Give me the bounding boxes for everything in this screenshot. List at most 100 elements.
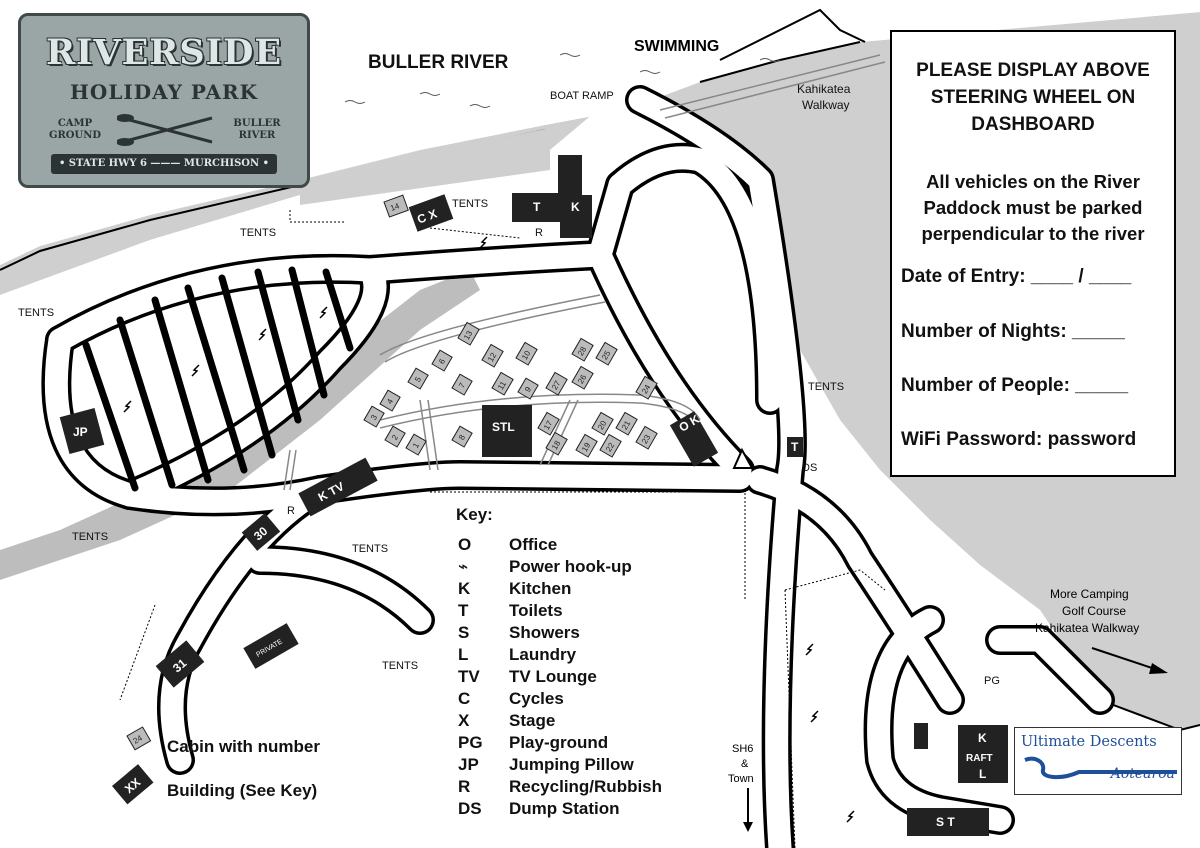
number-of-people-field[interactable]: Number of People: _____ xyxy=(901,375,1129,396)
svg-text:14: 14 xyxy=(389,201,401,213)
label-walkway-3: Kahikatea Walkway xyxy=(1035,621,1139,635)
building-stl-label: STL xyxy=(492,420,515,434)
cabin: 22 xyxy=(599,433,622,458)
cabin: 27 xyxy=(545,371,568,396)
label-golf: Golf Course xyxy=(1062,604,1126,618)
svg-text:2: 2 xyxy=(390,433,400,442)
label-more-camping: More Camping xyxy=(1050,587,1129,601)
cabin: 4 xyxy=(379,389,401,412)
svg-text:Town: Town xyxy=(728,773,754,785)
label-river: BULLER RIVER xyxy=(368,52,509,73)
date-of-entry-field[interactable]: Date of Entry: ____ / ____ xyxy=(901,266,1132,287)
building-kraftl-raft: RAFT xyxy=(966,753,993,764)
cabin: 9 xyxy=(517,377,539,400)
map-labels: BULLER RIVER SWIMMING BOAT RAMP Kahikate… xyxy=(18,38,1168,832)
logo-title: RIVERSIDE xyxy=(45,32,283,73)
cabin: 26 xyxy=(571,365,594,390)
water-ripples xyxy=(344,53,781,108)
parking-lines xyxy=(82,266,354,492)
cabin: 2 xyxy=(384,425,406,448)
cabin: 3 xyxy=(363,405,385,428)
label-tents-6: TENTS xyxy=(382,660,418,672)
building-st xyxy=(907,808,989,836)
building-cx-label: C X xyxy=(415,207,439,227)
building-kraftl-k: K xyxy=(978,731,987,745)
cabin: 17 xyxy=(537,411,560,436)
label-tents-4: TENTS xyxy=(72,531,108,543)
svg-text:1: 1 xyxy=(411,441,421,450)
label-tents-1: TENTS xyxy=(452,198,488,210)
legend-building-label: Building (See Key) xyxy=(167,781,318,800)
label-sh6: SH6 xyxy=(732,743,753,755)
cabin: 14 xyxy=(383,194,409,218)
logo-bar: • STATE HWY 6 ——— MURCHISON • xyxy=(51,154,277,174)
logo-left-tag: CAMP GROUND xyxy=(48,118,102,141)
label-swimming: SWIMMING xyxy=(634,38,719,55)
cabin: 10 xyxy=(515,341,538,366)
buildings: C X T K JP STL O K K TV 30 31 PRIVATE T … xyxy=(59,155,1008,836)
svg-text:8: 8 xyxy=(457,433,467,442)
label-ds: DS xyxy=(802,462,817,474)
dashboard-notice: PLEASE DISPLAY ABOVE STEERING WHEEL ON D… xyxy=(890,30,1176,477)
cabin: 21 xyxy=(615,411,638,436)
cabin: 11 xyxy=(491,371,514,396)
notice-rule: All vehicles on the River Paddock must b… xyxy=(921,171,1145,244)
building-30 xyxy=(241,513,281,551)
cabin: 20 xyxy=(591,411,614,436)
wifi-password: WiFi Password: password xyxy=(901,429,1137,450)
svg-text:9: 9 xyxy=(523,385,533,394)
building-small xyxy=(914,723,928,749)
label-tents-3: TENTS xyxy=(18,307,54,319)
building-ktv xyxy=(298,457,378,517)
cabin: 19 xyxy=(575,433,598,458)
svg-text:4: 4 xyxy=(385,397,395,406)
cabin: 24 xyxy=(635,375,658,400)
cabin: 13 xyxy=(457,321,480,346)
riverside-logo: RIVERSIDE HOLIDAY PARK CAMP GROUND BULLE… xyxy=(18,13,310,188)
svg-text:7: 7 xyxy=(457,381,467,390)
building-31 xyxy=(155,640,205,688)
number-of-nights-field[interactable]: Number of Nights: _____ xyxy=(901,321,1125,342)
logo-right-tag: BULLER RIVER xyxy=(233,118,281,141)
cabin: 5 xyxy=(407,367,429,390)
label-tents-7: TENTS xyxy=(808,381,844,393)
label-walkway-2: Walkway xyxy=(802,98,850,112)
roads xyxy=(41,85,1115,848)
cabin: 1 xyxy=(405,433,427,456)
label-pg: PG xyxy=(984,675,1000,687)
svg-text:6: 6 xyxy=(437,357,447,366)
cabin: 12 xyxy=(481,343,504,368)
legend-cabin-sample: 24 xyxy=(126,726,152,751)
label-tents-2: TENTS xyxy=(240,227,276,239)
svg-text:5: 5 xyxy=(413,375,423,384)
building-st-label: S T xyxy=(936,815,955,829)
cabin: 6 xyxy=(431,349,453,372)
building-k-label: K xyxy=(571,200,580,214)
cabin: 28 xyxy=(571,337,594,362)
oars-icon xyxy=(117,114,213,146)
building-kraftl-l: L xyxy=(979,767,986,781)
label-tents-5: TENTS xyxy=(352,543,388,555)
logo-subtitle: HOLIDAY PARK xyxy=(70,80,258,104)
building-private xyxy=(243,623,299,669)
ud-line2: Aotearoa xyxy=(1110,766,1175,782)
label-walkway: Kahikatea xyxy=(797,82,851,96)
label-r-top: R xyxy=(535,227,543,239)
building-ok xyxy=(669,411,719,467)
key-row: ⌁Power hook-up xyxy=(458,557,632,576)
cabin: 23 xyxy=(635,425,658,450)
cabin: 18 xyxy=(545,431,568,456)
key-title: Key: xyxy=(456,505,493,524)
building-jp xyxy=(59,407,105,455)
building-stl xyxy=(482,405,532,457)
